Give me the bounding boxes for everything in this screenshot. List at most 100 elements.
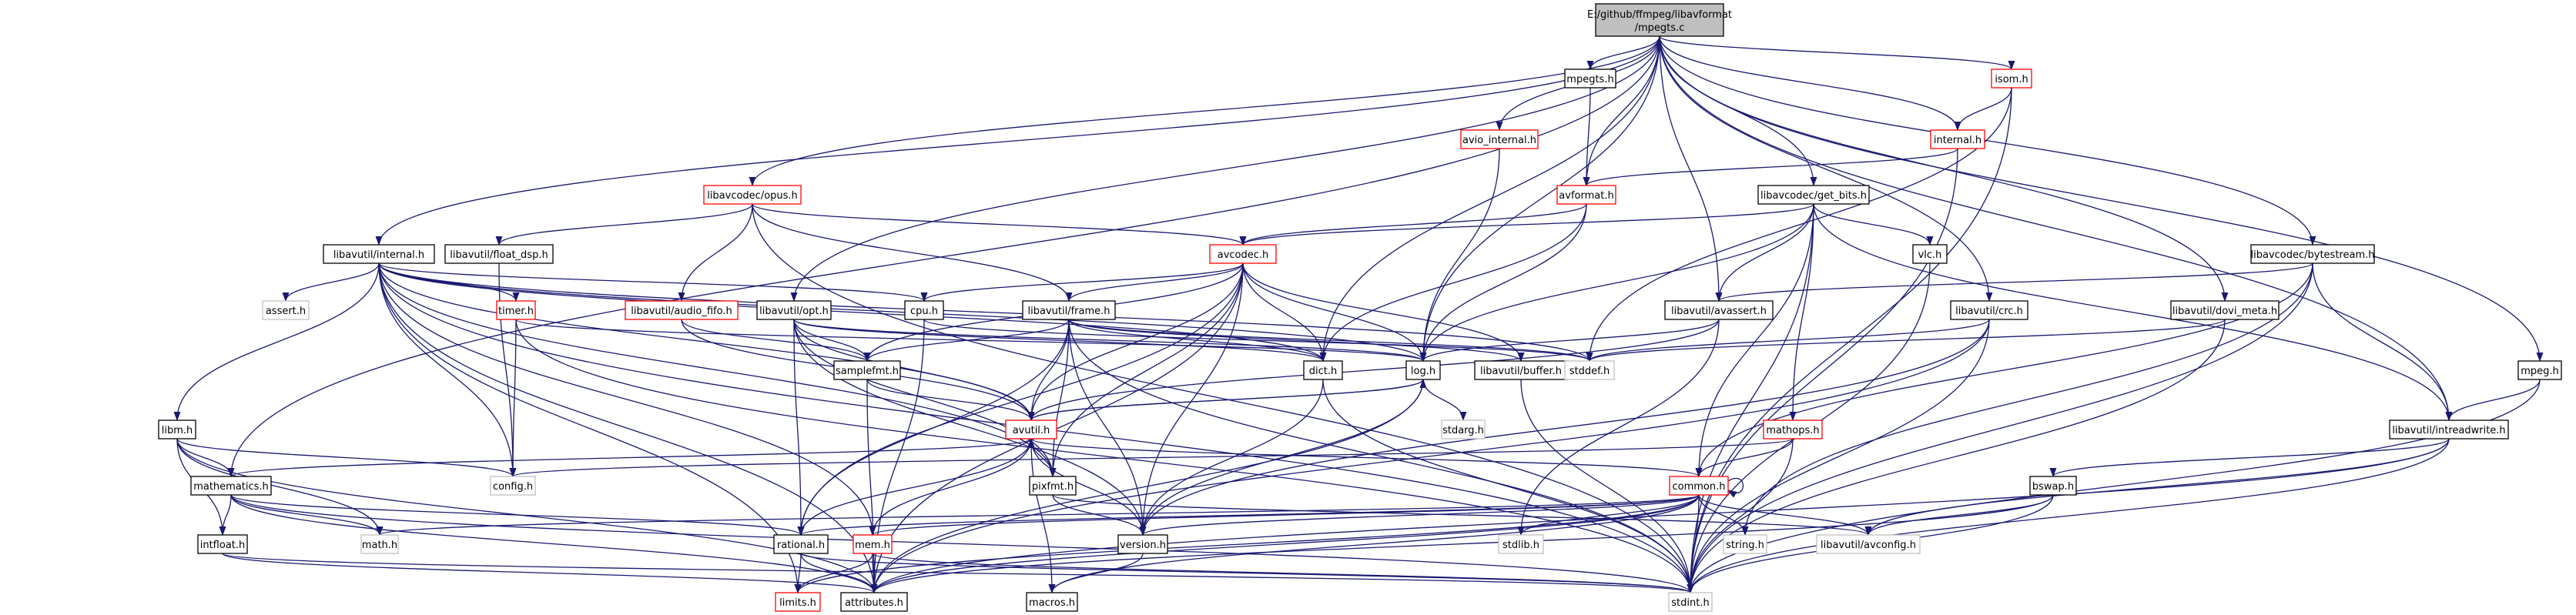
node-box	[158, 419, 196, 440]
edge-frame-h-to-avutil-h	[1027, 319, 1070, 421]
node-buffer-h[interactable]: libavutil/buffer.h	[1474, 360, 1568, 380]
edge-opus-h-to-audio-fifo-h	[678, 203, 753, 302]
node-box	[1991, 69, 2032, 89]
edge-samplefmt-h-to-avutil-h	[866, 379, 1035, 421]
node-opt-h[interactable]: libavutil/opt.h	[756, 300, 832, 320]
node-avcodec-h[interactable]: avcodec.h	[1209, 244, 1277, 264]
node-box	[1026, 592, 1078, 612]
edge-pixfmt-h-to-version-h	[1052, 494, 1147, 536]
node-get-bits-h[interactable]: libavcodec/get_bits.h	[1757, 185, 1870, 205]
edge-samplefmt-h-to-attributes-h	[866, 379, 878, 593]
node-limits-h[interactable]: limits.h	[775, 592, 821, 612]
node-box	[444, 244, 554, 264]
node-opus-h[interactable]: libavcodec/opus.h	[703, 185, 802, 205]
node-util-internal-h[interactable]: libavutil/internal.h	[323, 244, 435, 264]
edge-opus-h-to-frame-h	[752, 203, 1073, 302]
node-mpegts-h[interactable]: mpegts.h	[1564, 69, 1616, 89]
node-stddef-h[interactable]: stddef.h	[1564, 360, 1615, 380]
node-isom-h[interactable]: isom.h	[1991, 69, 2032, 89]
node-mathematics-h[interactable]: mathematics.h	[190, 476, 272, 496]
edge-libm-h-to-config-h	[176, 438, 517, 477]
node-dict-h[interactable]: dict.h	[1303, 360, 1343, 380]
node-common-h[interactable]: common.h	[1669, 476, 1729, 496]
node-log-h[interactable]: log.h	[1405, 360, 1441, 380]
edge-mem-h-to-limits-h	[794, 553, 873, 593]
edge-dovi-meta-h-to-stddef-h	[1586, 319, 2226, 362]
node-rational-h[interactable]: rational.h	[773, 534, 829, 554]
node-version-h[interactable]: version.h	[1117, 534, 1168, 554]
edge-mathematics-h-to-intfloat-h	[219, 494, 232, 536]
node-string-h[interactable]: string.h	[1723, 534, 1767, 554]
node-label: libavcodec/get_bits.h	[1760, 190, 1867, 202]
node-mpeg-h[interactable]: mpeg.h	[2517, 360, 2562, 380]
edge-internal-h-to-avformat-h	[1583, 148, 1958, 186]
edge-frame-h-to-version-h	[1068, 319, 1147, 536]
node-stdint-h[interactable]: stdint.h	[1668, 592, 1713, 612]
node-assert-h[interactable]: assert.h	[262, 300, 310, 320]
node-bytestream-h[interactable]: libavcodec/bytestream.h	[2250, 244, 2375, 264]
node-dovi-meta-h[interactable]: libavutil/dovi_meta.h	[2170, 300, 2280, 320]
node-timer-h[interactable]: timer.h	[496, 300, 536, 320]
edge-root-to-avformat-h	[1583, 35, 1660, 186]
node-libm-h[interactable]: libm.h	[158, 419, 196, 440]
edge-cpu-h-to-stddef-h	[923, 319, 1593, 362]
node-box	[490, 476, 536, 496]
edge-common-h-to-limits-h	[794, 494, 1700, 593]
node-intfloat-h[interactable]: intfloat.h	[197, 534, 248, 554]
root-label-line1: E:/github/ffmpeg/libavformat	[1587, 9, 1732, 21]
node-bswap-h[interactable]: bswap.h	[2029, 476, 2077, 496]
edge-float-dsp-h-to-config-h	[498, 262, 517, 477]
node-box	[1405, 360, 1441, 380]
edge-opt-h-to-rational-h	[793, 319, 805, 536]
node-samplefmt-h[interactable]: samplefmt.h	[833, 360, 901, 380]
edge-util-internal-h-to-stddef-h	[378, 262, 1593, 362]
node-avutil-h[interactable]: avutil.h	[1005, 419, 1057, 440]
node-label: mem.h	[855, 540, 890, 551]
node-box	[1763, 419, 1823, 440]
node-avassert-h[interactable]: libavutil/avassert.h	[1664, 300, 1774, 320]
node-label: common.h	[1673, 481, 1726, 493]
edge-avformat-h-to-log-h	[1419, 203, 1587, 362]
node-label: rational.h	[777, 540, 825, 551]
node-audio-fifo-h[interactable]: libavutil/audio_fifo.h	[625, 300, 739, 320]
node-cpu-h[interactable]: cpu.h	[904, 300, 944, 320]
node-attributes-h[interactable]: attributes.h	[840, 592, 908, 612]
node-label: libavutil/internal.h	[333, 249, 424, 261]
edge-get-bits-h-to-intreadwrite-h	[1813, 203, 2453, 421]
node-pixfmt-h[interactable]: pixfmt.h	[1029, 476, 1077, 496]
node-stdarg-h[interactable]: stdarg.h	[1441, 419, 1486, 440]
node-stdlib-h[interactable]: stdlib.h	[1498, 534, 1544, 554]
edge-root-to-crc-h	[1659, 35, 1993, 302]
node-float-dsp-h[interactable]: libavutil/float_dsp.h	[444, 244, 554, 264]
edge-avcodec-h-to-attributes-h	[870, 262, 1244, 593]
node-label: assert.h	[266, 306, 306, 317]
node-avformat-h[interactable]: avformat.h	[1556, 185, 1616, 205]
node-box	[1441, 419, 1486, 440]
edge-opt-h-to-dict-h	[793, 319, 1327, 362]
node-label: libavutil/frame.h	[1028, 306, 1110, 317]
node-box	[360, 534, 399, 554]
node-intreadwrite-h[interactable]: libavutil/intreadwrite.h	[2389, 419, 2509, 440]
node-mathops-h[interactable]: mathops.h	[1763, 419, 1823, 440]
edge-common-h-to-attributes-h	[870, 494, 1700, 593]
node-box	[1005, 419, 1057, 440]
node-vlc-h[interactable]: vlc.h	[1912, 244, 1948, 264]
edge-crc-h-to-version-h	[1139, 319, 1990, 536]
node-label: bswap.h	[2032, 481, 2074, 493]
node-avio-internal-h[interactable]: avio_internal.h	[1460, 129, 1539, 149]
edge-root-to-mpeg-h	[1659, 35, 2544, 362]
node-crc-h[interactable]: libavutil/crc.h	[1950, 300, 2028, 320]
node-math-h[interactable]: math.h	[360, 534, 399, 554]
edge-dict-h-to-stdint-h	[1322, 379, 1694, 593]
node-mem-h[interactable]: mem.h	[853, 534, 893, 554]
node-box	[853, 534, 893, 554]
node-config-h[interactable]: config.h	[490, 476, 536, 496]
node-internal-h[interactable]: internal.h	[1930, 129, 1985, 149]
node-avconfig-h[interactable]: libavutil/avconfig.h	[1816, 534, 1921, 554]
edge-libm-h-to-mathematics-h	[176, 438, 235, 477]
edge-log-h-to-stdarg-h	[1422, 379, 1467, 421]
edge-mem-h-to-stdint-h	[872, 553, 1694, 593]
edge-mem-h-to-attributes-h	[870, 553, 878, 593]
node-macros-h[interactable]: macros.h	[1026, 592, 1078, 612]
node-frame-h[interactable]: libavutil/frame.h	[1022, 300, 1116, 320]
